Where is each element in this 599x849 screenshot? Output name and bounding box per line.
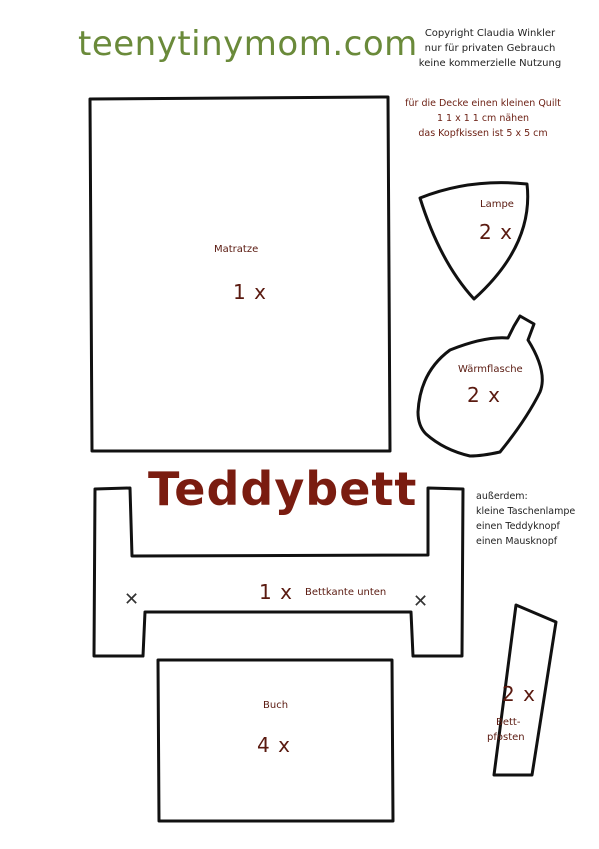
bettkante-label: Bettkante unten xyxy=(305,587,387,598)
bettkante-outline xyxy=(92,486,465,658)
buch-outline xyxy=(156,658,395,823)
matratze-count: 1 x xyxy=(233,280,267,304)
waermflasche-count: 2 x xyxy=(467,383,501,407)
cross-mark-right: ✕ xyxy=(413,591,429,612)
extras-note-line: kleine Taschenlampe xyxy=(476,506,576,517)
waermflasche-outline xyxy=(416,314,544,458)
extras-note-line: einen Mausknopf xyxy=(476,536,558,547)
matratze-outline xyxy=(88,95,392,453)
copyright-line: keine kommerzielle Nutzung xyxy=(418,58,562,69)
quilt-note-line: das Kopfkissen ist 5 x 5 cm xyxy=(418,128,548,139)
matratze-label: Matratze xyxy=(214,244,259,255)
bettpfosten-label-top: Bett- xyxy=(496,717,521,728)
bettpfosten-count: 2 x xyxy=(502,682,536,706)
bettkante-count: 1 x xyxy=(259,580,293,604)
waermflasche-label: Wärmflasche xyxy=(458,364,523,375)
extras-note-line: außerdem: xyxy=(476,491,528,502)
pattern-title: Teddybett xyxy=(148,462,418,516)
copyright-line: nur für privaten Gebrauch xyxy=(424,43,556,54)
extras-note-line: einen Teddyknopf xyxy=(476,521,560,532)
quilt-note-line: für die Decke einen kleinen Quilt xyxy=(405,98,561,109)
copyright-note: Copyright Claudia Winkler nur für privat… xyxy=(405,26,575,71)
cross-mark-left: ✕ xyxy=(124,589,140,610)
bettpfosten-label-bottom: pfosten xyxy=(487,732,525,743)
buch-count: 4 x xyxy=(257,733,291,757)
quilt-note-line: 1 1 x 1 1 cm nähen xyxy=(436,113,530,124)
quilt-note: für die Decke einen kleinen Quilt 1 1 x … xyxy=(398,96,568,141)
buch-label: Buch xyxy=(263,700,289,711)
bettpfosten-outline xyxy=(492,603,558,777)
lampe-label: Lampe xyxy=(480,199,514,210)
lampe-count: 2 x xyxy=(479,220,513,244)
copyright-line: Copyright Claudia Winkler xyxy=(424,28,556,39)
lampe-outline xyxy=(418,181,530,301)
extras-note: außerdem: kleine Taschenlampe einen Tedd… xyxy=(476,489,596,549)
brand-logo: teenytinymom.com xyxy=(78,24,418,64)
